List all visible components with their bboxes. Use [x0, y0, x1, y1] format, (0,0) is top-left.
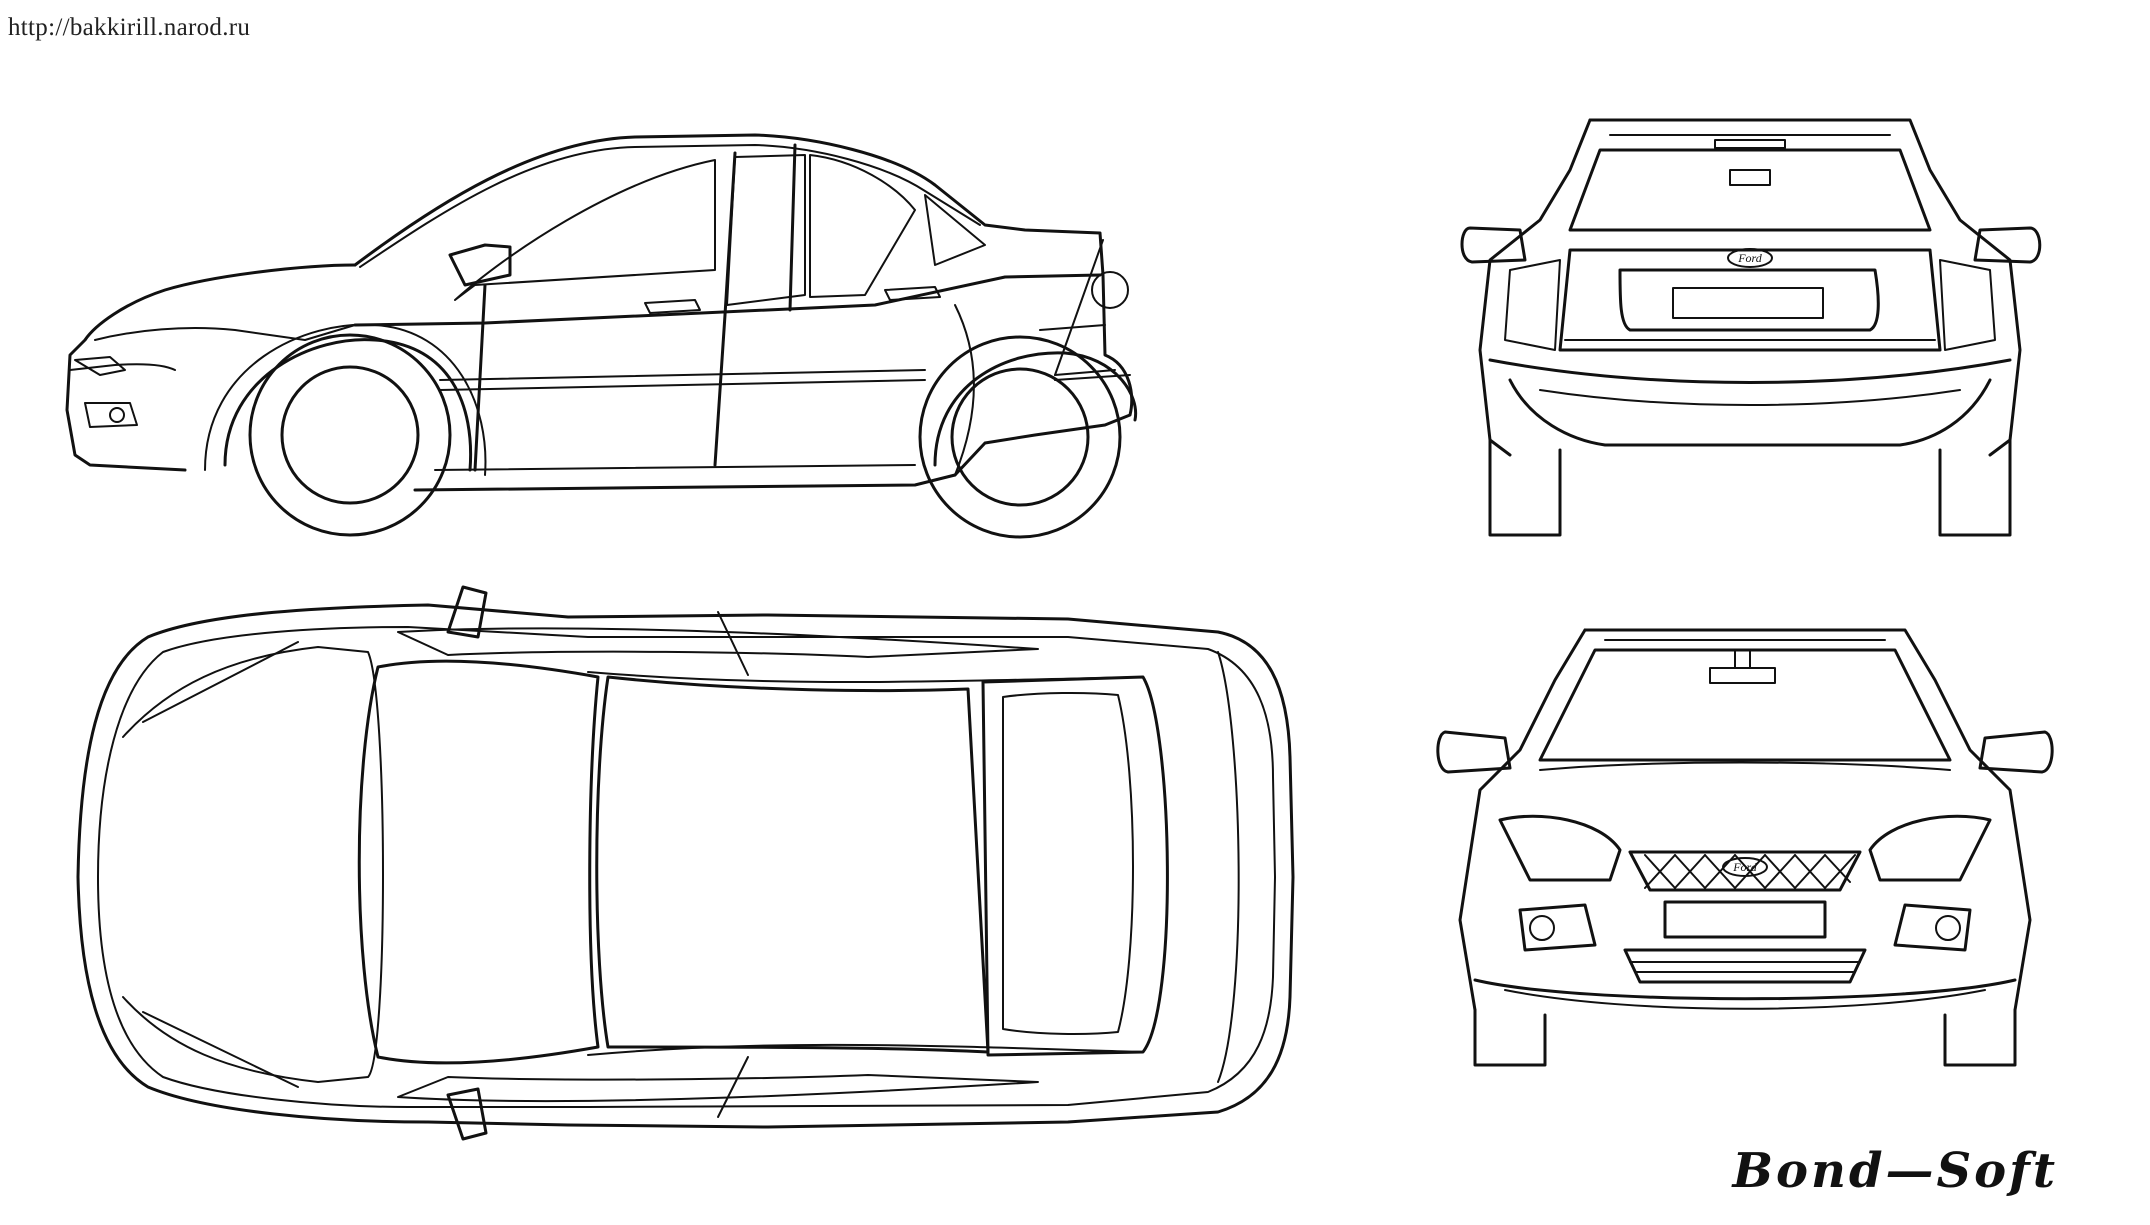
top-mirrors	[448, 587, 486, 1139]
side-view-drawing	[55, 125, 1315, 545]
top-view-drawing	[68, 577, 1328, 1147]
rear-body: Ford	[1462, 120, 2040, 535]
front-badge-text: Ford	[1732, 860, 1758, 874]
top-body	[78, 605, 1293, 1127]
front-view-drawing: Ford	[1430, 620, 2060, 1070]
rear-badge-text: Ford	[1737, 251, 1763, 265]
source-url: http://bakkirill.narod.ru	[8, 14, 251, 41]
side-wheels	[250, 335, 1120, 537]
front-grille-mesh	[1645, 855, 1855, 888]
side-body	[67, 135, 1136, 490]
front-body: Ford	[1438, 630, 2052, 1065]
author-credit: Bond—Soft	[1732, 1143, 2058, 1199]
rear-view-drawing: Ford	[1450, 110, 2060, 540]
